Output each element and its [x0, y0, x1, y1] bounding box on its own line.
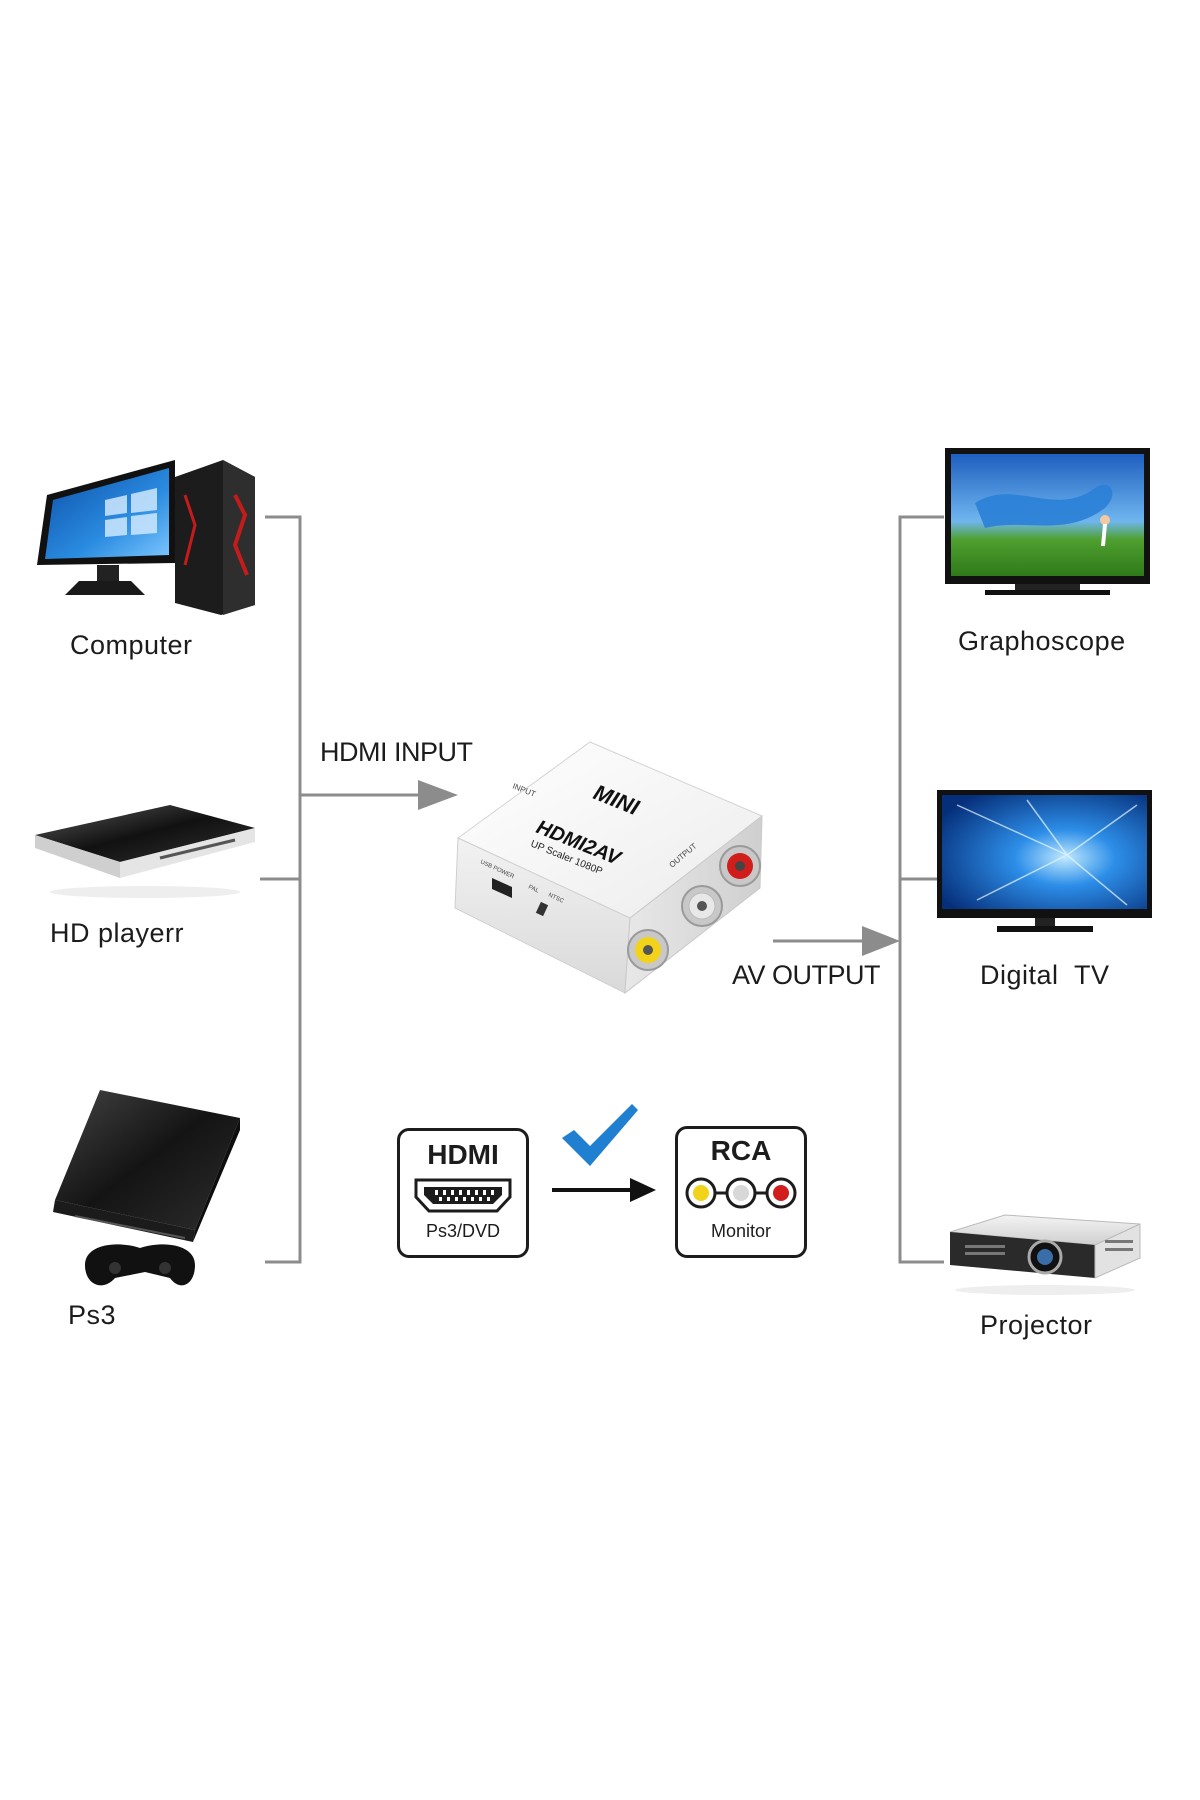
av-output-label: AV OUTPUT [732, 960, 881, 990]
rca-jacks [627, 845, 761, 971]
check-icon [562, 1104, 638, 1166]
rca-badge-title: RCA [710, 1135, 772, 1166]
hdmi-badge-title: HDMI [427, 1139, 499, 1170]
rca-badge: RCA Monitor [675, 1126, 807, 1258]
digital-tv-icon [937, 790, 1152, 932]
projector-label: Projector [980, 1310, 1093, 1340]
hdmi-badge-subtitle: Ps3/DVD [425, 1221, 501, 1241]
rca-badge-subtitle: Monitor [710, 1221, 772, 1241]
rca-connectors-icon [685, 1177, 797, 1209]
arrow-right-icon [552, 1178, 656, 1202]
ps3-console-icon [53, 1090, 240, 1286]
digital-tv-label: Digital TV [980, 960, 1110, 990]
ps3-label: Ps3 [68, 1300, 117, 1330]
graphoscope-label: Graphoscope [958, 626, 1126, 656]
hdmi-input-label: HDMI INPUT [320, 737, 473, 767]
hdmi-badge: HDMI Ps3/DVD [397, 1128, 529, 1258]
hd-player-label: HD playerr [50, 918, 185, 948]
av-output-arrowhead [862, 926, 900, 956]
graphoscope-tv-icon [945, 448, 1150, 595]
projector-icon [949, 1214, 1141, 1295]
computer-label: Computer [70, 630, 193, 660]
hdmi-port-icon [414, 1178, 512, 1213]
hdmi2av-converter: MINI HDMI2AV UP Scaler 1080P INPUT OUTPU… [454, 741, 763, 995]
converter-pal: PAL [527, 884, 540, 894]
hd-player-icon [35, 805, 255, 898]
hdmi-input-arrowhead [418, 780, 458, 810]
computer-icon [37, 460, 255, 615]
